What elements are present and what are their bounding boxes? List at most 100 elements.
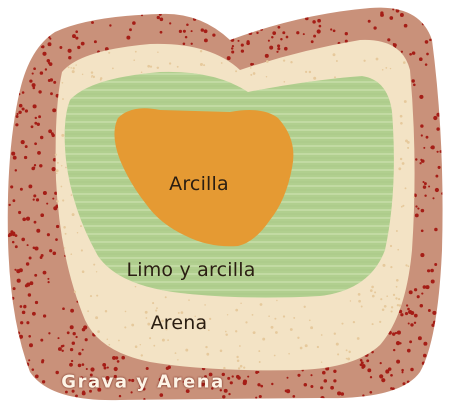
gravel-dot bbox=[18, 93, 20, 95]
sand-speck bbox=[118, 340, 120, 342]
sand-speck bbox=[188, 299, 190, 301]
gravel-dot bbox=[304, 383, 308, 387]
gravel-dot bbox=[330, 28, 332, 30]
gravel-dot bbox=[43, 314, 46, 317]
sand-speck bbox=[361, 306, 363, 308]
gravel-dot bbox=[247, 376, 249, 378]
sand-speck bbox=[157, 52, 158, 53]
gravel-dot bbox=[16, 113, 18, 115]
sand-speck bbox=[93, 76, 95, 78]
gravel-dot bbox=[303, 33, 305, 35]
gravel-dot bbox=[70, 325, 74, 329]
sand-speck bbox=[309, 71, 311, 73]
gravel-dot bbox=[126, 36, 130, 40]
sand-speck bbox=[204, 304, 206, 306]
sand-speck bbox=[402, 162, 405, 165]
sand-speck bbox=[288, 353, 290, 355]
sand-speck bbox=[290, 328, 293, 331]
gravel-dot bbox=[392, 332, 395, 335]
sand-speck bbox=[407, 147, 409, 149]
sand-speck bbox=[372, 295, 375, 298]
sand-speck bbox=[141, 72, 143, 74]
sand-speck bbox=[252, 314, 254, 316]
sand-speck bbox=[240, 365, 243, 368]
gravel-dot bbox=[404, 24, 408, 28]
gravel-dot bbox=[17, 332, 20, 335]
gravel-dot bbox=[333, 379, 336, 382]
gravel-dot bbox=[419, 162, 421, 164]
gravel-dot bbox=[265, 54, 269, 58]
gravel-dot bbox=[312, 20, 316, 24]
gravel-dot bbox=[311, 40, 314, 43]
sand-speck bbox=[90, 295, 92, 297]
sand-speck bbox=[235, 309, 238, 312]
gravel-dot bbox=[13, 199, 16, 202]
gravel-dot bbox=[191, 43, 193, 45]
gravel-dot bbox=[431, 145, 435, 149]
sand-speck bbox=[107, 339, 109, 341]
gravel-dot bbox=[408, 322, 410, 324]
gravel-dot bbox=[407, 308, 410, 311]
gravel-dot bbox=[232, 375, 234, 377]
gravel-dot bbox=[409, 340, 412, 343]
gravel-dot bbox=[29, 257, 32, 260]
gravel-dot bbox=[259, 395, 262, 398]
sand-speck bbox=[290, 61, 292, 63]
gravel-dot bbox=[432, 197, 434, 199]
sand-speck bbox=[125, 311, 127, 313]
gravel-dot bbox=[237, 40, 239, 42]
gravel-dot bbox=[10, 185, 13, 188]
gravel-dot bbox=[427, 269, 430, 272]
gravel-dot bbox=[241, 49, 244, 52]
gravel-dot bbox=[183, 30, 186, 33]
gravel-dot bbox=[419, 95, 423, 99]
sand-speck bbox=[145, 311, 148, 314]
gravel-dot bbox=[67, 331, 70, 334]
sand-speck bbox=[357, 337, 360, 340]
sand-speck bbox=[235, 70, 237, 72]
gravel-dot bbox=[231, 38, 235, 42]
gravel-dot bbox=[40, 136, 43, 139]
gravel-dot bbox=[19, 268, 23, 272]
sand-speck bbox=[276, 300, 277, 301]
sand-speck bbox=[243, 367, 245, 369]
sand-speck bbox=[220, 350, 223, 353]
gravel-dot bbox=[33, 104, 37, 108]
sand-speck bbox=[347, 357, 350, 360]
gravel-dot bbox=[34, 221, 37, 224]
sand-speck bbox=[157, 67, 159, 69]
gravel-dot bbox=[333, 29, 336, 32]
gravel-dot bbox=[399, 342, 401, 344]
gravel-dot bbox=[40, 256, 43, 259]
gravel-dot bbox=[15, 123, 18, 126]
sand-speck bbox=[108, 344, 110, 346]
gravel-dot bbox=[432, 311, 436, 315]
gravel-dot bbox=[431, 280, 435, 284]
gravel-dot bbox=[277, 44, 280, 47]
gravel-dot bbox=[77, 46, 80, 49]
sand-speck bbox=[317, 346, 319, 348]
sand-speck bbox=[382, 308, 385, 311]
gravel-dot bbox=[72, 341, 75, 344]
gravel-dot bbox=[32, 73, 34, 75]
gravel-dot bbox=[422, 23, 425, 26]
gravel-dot bbox=[320, 386, 323, 389]
gravel-dot bbox=[42, 52, 46, 56]
sand-speck bbox=[398, 167, 401, 170]
gravel-dot bbox=[417, 295, 420, 298]
gravel-dot bbox=[333, 370, 336, 373]
sand-speck bbox=[72, 213, 75, 216]
gravel-dot bbox=[49, 249, 52, 252]
sand-speck bbox=[405, 264, 407, 266]
gravel-dot bbox=[11, 297, 14, 300]
gravel-dot bbox=[282, 31, 285, 34]
sand-speck bbox=[363, 60, 365, 62]
gravel-dot bbox=[72, 34, 76, 38]
sand-speck bbox=[358, 293, 361, 296]
gravel-dot bbox=[52, 198, 54, 200]
sand-speck bbox=[405, 187, 407, 189]
sand-speck bbox=[236, 356, 238, 358]
sand-speck bbox=[258, 350, 260, 352]
gravel-dot bbox=[33, 199, 35, 201]
sand-speck bbox=[81, 249, 83, 251]
